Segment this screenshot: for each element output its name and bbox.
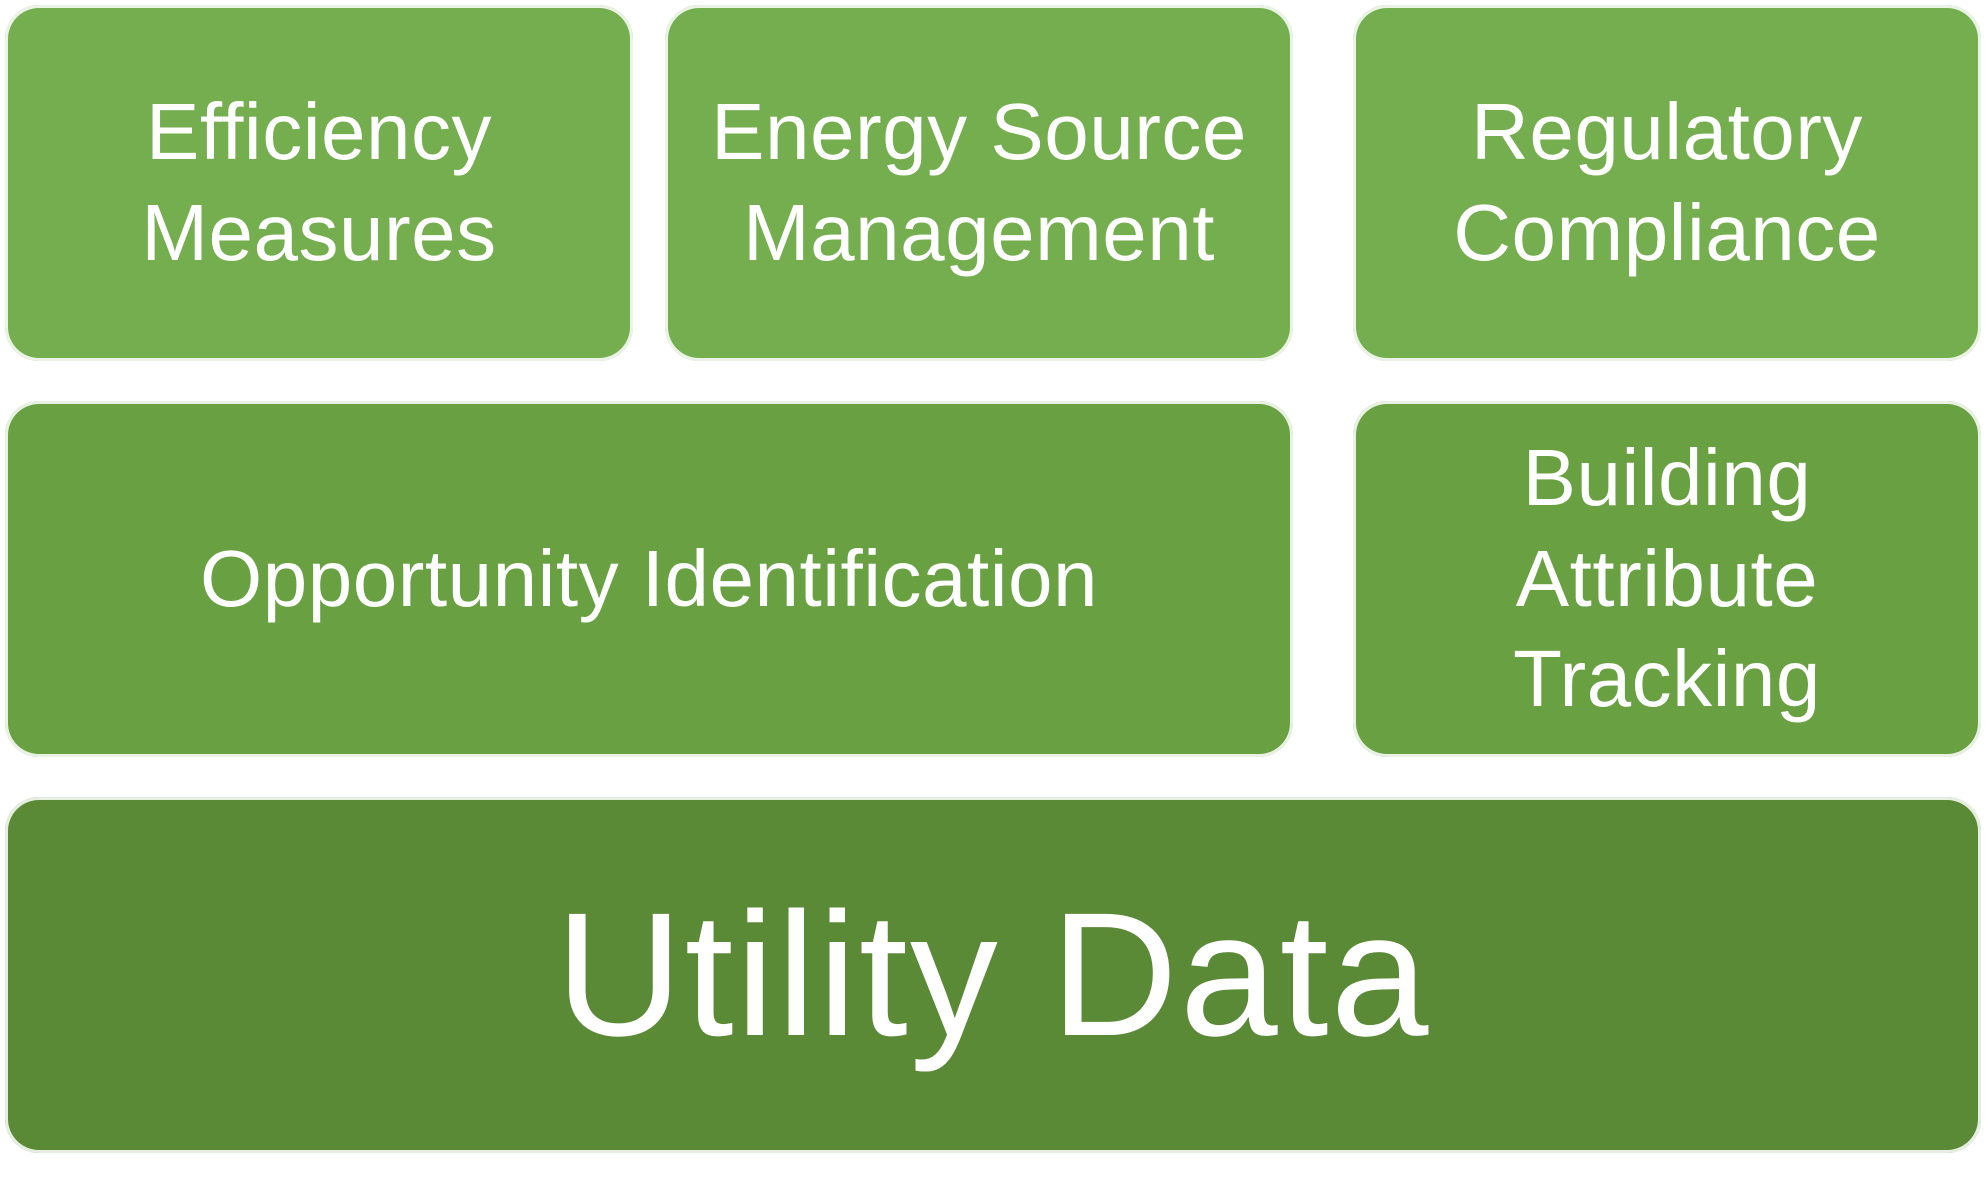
utility-data-label: Utility Data xyxy=(555,877,1431,1073)
efficiency-measures-label: Efficiency Measures xyxy=(141,87,497,277)
utility-data-block: Utility Data xyxy=(5,797,1981,1153)
regulatory-compliance-label: Regulatory Compliance xyxy=(1453,87,1881,277)
energy-source-management-label: Energy Source Management xyxy=(711,87,1247,277)
opportunity-identification-label: Opportunity Identification xyxy=(200,533,1098,623)
building-attribute-tracking-block: Building Attribute Tracking xyxy=(1353,401,1981,757)
energy-source-management-block: Energy Source Management xyxy=(665,5,1293,361)
regulatory-compliance-block: Regulatory Compliance xyxy=(1353,5,1981,361)
opportunity-identification-block: Opportunity Identification xyxy=(5,401,1293,757)
building-attribute-tracking-label: Building Attribute Tracking xyxy=(1513,432,1821,724)
efficiency-measures-block: Efficiency Measures xyxy=(5,5,633,361)
